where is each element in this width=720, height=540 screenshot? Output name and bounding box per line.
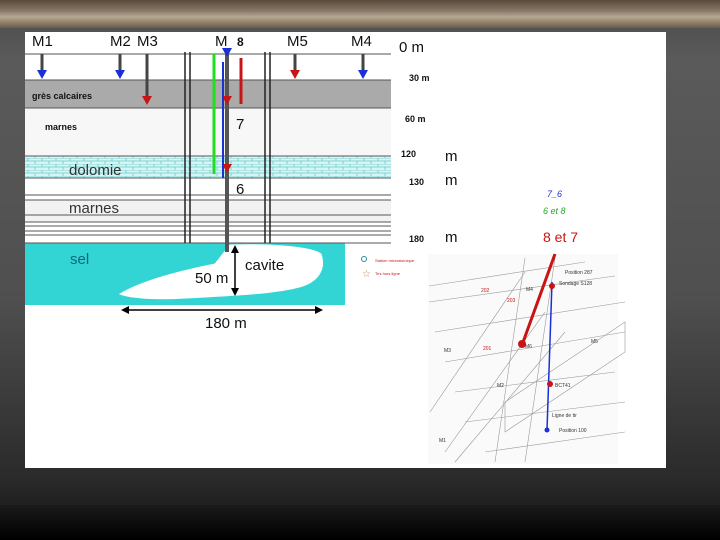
legend-8-et-7: 8 et 7 bbox=[543, 229, 578, 245]
depth-180-unit: m bbox=[445, 229, 458, 246]
label-m4: M4 bbox=[351, 33, 372, 50]
map-m2: M2 bbox=[497, 383, 504, 389]
legend-7-6: 7_6 bbox=[547, 189, 562, 199]
label-marnes-1: marnes bbox=[45, 122, 77, 132]
layer-interbed bbox=[25, 222, 391, 243]
m3-arrow-head bbox=[142, 96, 152, 105]
map-202: 202 bbox=[481, 288, 490, 294]
label-sel: sel bbox=[70, 251, 89, 268]
cavity-height: 50 m bbox=[195, 270, 228, 287]
map-legend-1: Station microsismique bbox=[375, 258, 415, 263]
map-red-line bbox=[520, 253, 557, 346]
label-8: 8 bbox=[237, 35, 244, 49]
map-m3: M3 bbox=[444, 348, 451, 354]
m5-arrow-head bbox=[290, 70, 300, 79]
map-m5: M5 bbox=[591, 339, 598, 345]
m-arrow-head-130 bbox=[222, 164, 232, 173]
map-m1: M1 bbox=[439, 438, 446, 444]
map-legend-2: Tirs hors ligne bbox=[375, 271, 401, 276]
depth-60: 60 m bbox=[405, 114, 426, 124]
map-blue-line bbox=[546, 281, 553, 431]
depth-0: 0 m bbox=[399, 39, 424, 56]
label-gres: grès calcaires bbox=[32, 91, 92, 101]
cavity-label: cavite bbox=[245, 257, 284, 274]
layer-dolomie bbox=[25, 156, 391, 178]
m4-arrow-head bbox=[358, 70, 368, 79]
map-m4: M4 bbox=[526, 287, 533, 293]
boreholes bbox=[184, 52, 271, 243]
well-arrows bbox=[37, 48, 368, 252]
layer-gres-calcaires bbox=[25, 80, 391, 108]
m1-arrow-head bbox=[37, 70, 47, 79]
layer-marnes-lower bbox=[25, 200, 391, 222]
map-point-bct bbox=[547, 381, 553, 387]
cavity-dimensions bbox=[121, 245, 323, 314]
m-arrow-head-30 bbox=[222, 96, 232, 105]
label-m1: M1 bbox=[32, 33, 53, 50]
depth-120: 120 bbox=[401, 149, 416, 159]
map-point-287 bbox=[549, 283, 555, 289]
legend-star-icon: ☆ bbox=[362, 269, 371, 280]
map-201: 201 bbox=[483, 346, 492, 352]
cavity-shape bbox=[118, 244, 323, 300]
geology-diagram: M1 M2 M3 M 8 M5 M4 0 m 30 m 60 m 120 m 1… bbox=[25, 33, 626, 464]
depth-130: 130 bbox=[409, 177, 424, 187]
cavity-width: 180 m bbox=[205, 315, 247, 332]
map-point-100 bbox=[544, 427, 550, 433]
map-sondage: Sondage S128 bbox=[559, 281, 592, 287]
label-dolomie: dolomie bbox=[69, 162, 122, 179]
depth-30: 30 m bbox=[409, 73, 430, 83]
label-marnes-2: marnes bbox=[69, 200, 119, 217]
m-arrow-head-top bbox=[222, 48, 232, 57]
map-203: 203 bbox=[507, 298, 516, 304]
depth-120-unit: m bbox=[445, 148, 458, 165]
top-decorative-band bbox=[0, 0, 720, 28]
bottom-decorative-band bbox=[0, 505, 720, 540]
map-m6-label: M6 bbox=[525, 344, 532, 350]
marker-6: 6 bbox=[236, 181, 244, 198]
map-ligne: Ligne de tir bbox=[552, 413, 577, 419]
map-inset: ☆ Station microsismique Tirs hors ligne … bbox=[361, 253, 626, 464]
slide-canvas: M1 M2 M3 M 8 M5 M4 0 m 30 m 60 m 120 m 1… bbox=[25, 32, 666, 468]
layer-gap bbox=[25, 178, 391, 200]
marker-7: 7 bbox=[236, 116, 244, 133]
map-pos100: Position 100 bbox=[559, 428, 587, 434]
map-bct: BCT41 bbox=[555, 383, 571, 389]
map-pos287: Position 287 bbox=[565, 270, 593, 276]
layer-boundaries bbox=[25, 53, 391, 244]
label-m: M bbox=[215, 33, 228, 50]
map-point-m6 bbox=[518, 340, 526, 348]
layer-marnes-upper bbox=[25, 108, 391, 156]
m2-arrow-head bbox=[115, 70, 125, 79]
label-m2: M2 bbox=[110, 33, 131, 50]
legend-6-et-8: 6 et 8 bbox=[543, 206, 566, 216]
label-m5: M5 bbox=[287, 33, 308, 50]
depth-130-unit: m bbox=[445, 172, 458, 189]
label-m3: M3 bbox=[137, 33, 158, 50]
depth-180: 180 bbox=[409, 234, 424, 244]
legend-station-icon bbox=[361, 256, 367, 262]
